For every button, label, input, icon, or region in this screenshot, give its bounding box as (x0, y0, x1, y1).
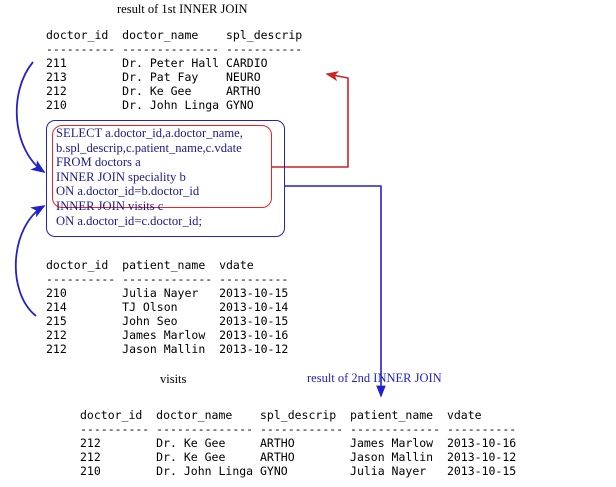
first-join-result-table: doctor_id doctor_name spl_descrip ------… (46, 28, 303, 112)
visits-table: doctor_id patient_name vdate ---------- … (46, 258, 289, 356)
second-join-result-arrow (285, 185, 386, 398)
sql-query-text: SELECT a.doctor_id,a.doctor_name, b.spl_… (56, 126, 243, 228)
visits-caption: visits (160, 372, 187, 386)
sql-query-highlight-box (52, 125, 272, 208)
visits-table-arrow (15, 205, 46, 317)
first-join-title: result of 1st INNER JOIN (117, 2, 248, 16)
second-join-result-table: doctor_id doctor_name spl_descrip patien… (80, 408, 517, 478)
second-join-title: result of 2nd INNER JOIN (307, 371, 442, 385)
sql-query-outer-box (46, 120, 285, 237)
first-join-result-arrow (15, 61, 46, 174)
